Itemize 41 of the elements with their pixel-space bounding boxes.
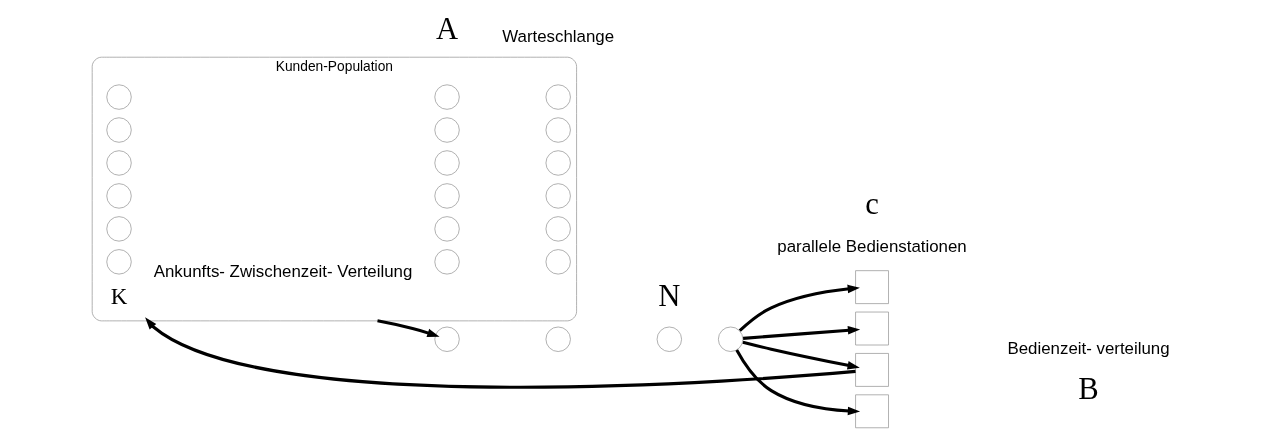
node-circle [105, 216, 132, 242]
label: N [657, 279, 680, 314]
node-circle [545, 183, 571, 209]
node-circle [433, 183, 460, 209]
node-circle [105, 183, 132, 209]
node-circle [545, 249, 571, 275]
node-circle [105, 84, 132, 110]
node-circle [545, 117, 571, 143]
node-circle [545, 150, 571, 176]
node-circle [433, 249, 460, 275]
label: A [435, 11, 458, 46]
node-circle [105, 150, 132, 176]
arrow [376, 319, 440, 337]
node-circle [545, 84, 571, 110]
arrow [742, 340, 860, 370]
label: Bedienzeit- verteilung [1006, 338, 1170, 358]
edge-label: Ankunfts- Zwischenzeit- Verteilung [153, 261, 412, 281]
label: B [1077, 372, 1099, 407]
node-circle [105, 117, 132, 143]
node-circle [433, 150, 460, 176]
node-circle [433, 216, 460, 242]
node-circle [656, 326, 682, 352]
arrow [734, 349, 860, 416]
node-box [854, 270, 889, 304]
node-box [854, 311, 889, 346]
label: parallele Bedienstationen [776, 237, 967, 257]
node-circle [105, 249, 132, 275]
node-circle [545, 326, 571, 352]
arrow [144, 317, 856, 389]
node-circle [717, 326, 743, 352]
node-circle [433, 84, 460, 110]
node-circle [545, 216, 571, 242]
node-circle [433, 117, 460, 143]
node-box [854, 353, 889, 387]
label: Warteschlange [501, 26, 614, 46]
node-box [854, 394, 889, 429]
label: c [864, 186, 879, 221]
node-label: K [110, 284, 127, 310]
arrow [742, 326, 860, 340]
node-circle [433, 326, 460, 352]
arrow [738, 284, 860, 332]
